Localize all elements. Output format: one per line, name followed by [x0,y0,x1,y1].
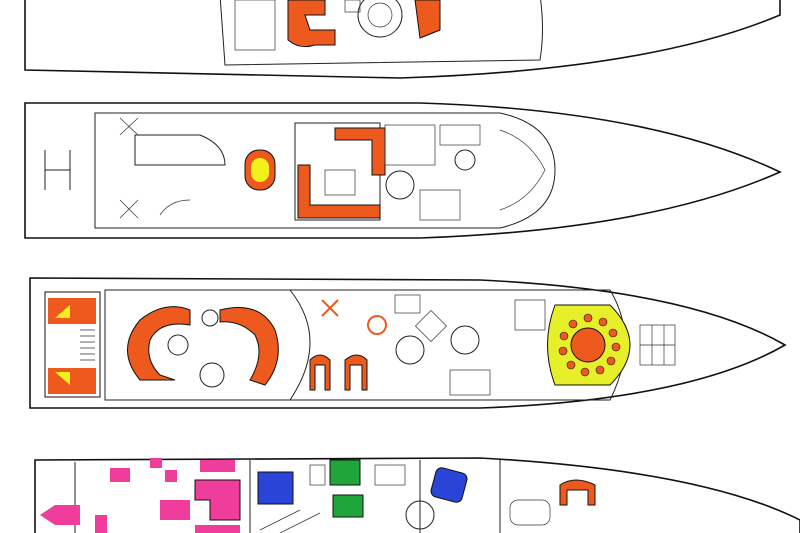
green-cabin-bed [329,459,361,486]
bridge-seating-u [297,164,381,219]
helipad-h-icon [44,150,71,190]
sun-deck-plan [24,0,781,79]
sun-deck-seating [287,0,336,48]
blue-cabin-bed [257,471,294,505]
bridge-deck-plan [24,102,782,239]
main-deck-plan [29,277,787,409]
aft-lounge-seating [127,306,191,381]
lower-deck-plan [34,457,800,533]
